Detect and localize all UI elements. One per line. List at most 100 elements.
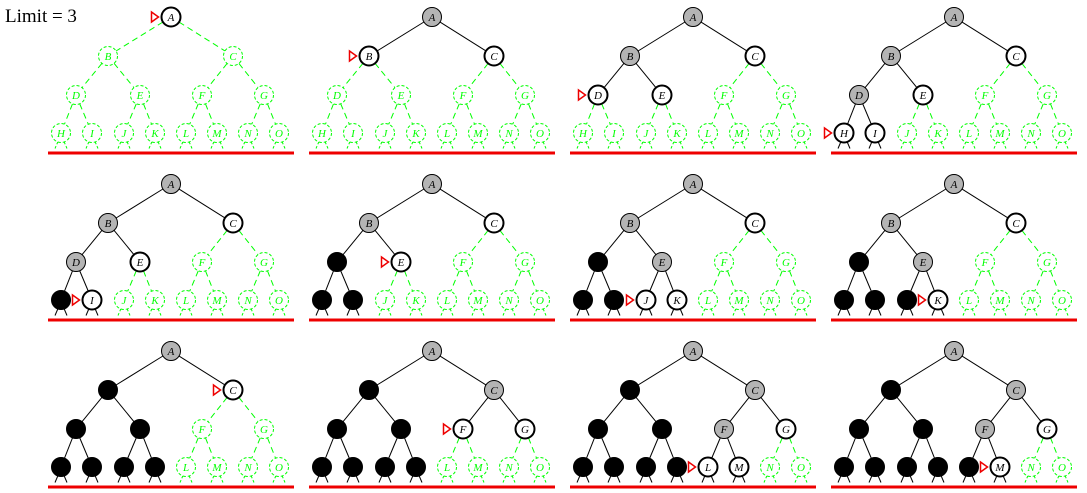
node-I — [604, 457, 624, 477]
node-label: F — [720, 90, 728, 102]
node-circle — [82, 457, 102, 477]
tree-edge-G-O — [1050, 437, 1059, 459]
node-label: H — [317, 128, 327, 140]
node-circle — [865, 290, 885, 310]
tree-edge-C-G — [1021, 63, 1042, 88]
node-O: O — [530, 457, 550, 477]
node-C: C — [744, 45, 766, 67]
node-N: N — [760, 290, 780, 310]
tree-edge-C-G — [1021, 230, 1042, 255]
node-J: J — [114, 123, 134, 143]
node-label: D — [593, 90, 602, 102]
node-label: K — [150, 295, 159, 307]
tree-edge-G-O — [528, 270, 537, 292]
node-circle — [666, 289, 688, 311]
limit-title: Limit = 3 — [5, 6, 77, 27]
child-stub — [511, 308, 516, 316]
node-G: G — [1036, 418, 1058, 440]
child-stub — [94, 141, 99, 149]
node-circle — [176, 123, 196, 143]
node-B: B — [881, 46, 901, 66]
node-circle — [1037, 252, 1057, 272]
child-stub — [387, 308, 392, 316]
tree-edge-G-N — [773, 437, 783, 459]
child-stub — [971, 141, 976, 149]
tree-edge-B-E — [374, 397, 396, 422]
node-L: L — [176, 457, 196, 477]
node-I — [343, 457, 363, 477]
child-stub — [772, 475, 777, 483]
node-label: B — [888, 218, 895, 230]
node-label: L — [443, 295, 450, 307]
child-stub — [94, 475, 99, 483]
tree-edge-B-E — [635, 63, 657, 88]
node-label: J — [122, 295, 128, 307]
node-O: O — [269, 123, 289, 143]
node-C: C — [484, 380, 504, 400]
tree-edge-G-O — [528, 103, 537, 125]
tree-edge-G-O — [789, 103, 798, 125]
tree-edge-E-J — [910, 437, 920, 459]
tree-edge-D-H — [325, 103, 334, 125]
child-stub — [219, 141, 224, 149]
child-stub — [324, 475, 329, 483]
tree-edge-E-J — [388, 270, 398, 292]
child-stub — [272, 475, 277, 483]
node-circle — [652, 252, 672, 272]
child-stub — [732, 308, 737, 316]
node-label: N — [765, 128, 774, 140]
child-stub — [670, 141, 675, 149]
tree-edge-E-J — [127, 103, 137, 125]
node-H — [51, 457, 71, 477]
node-E — [913, 419, 933, 439]
node-circle — [422, 174, 442, 194]
node-circle — [468, 457, 488, 477]
node-E: E — [652, 252, 672, 272]
node-circle — [1005, 45, 1027, 67]
child-stub — [1064, 475, 1069, 483]
node-circle — [453, 252, 473, 272]
node-J — [897, 457, 917, 477]
child-stub — [607, 475, 612, 483]
node-circle — [573, 290, 593, 310]
tree-edge-G-N — [1034, 437, 1044, 459]
node-A: A — [683, 7, 703, 27]
tree-edge-D-I — [601, 437, 611, 459]
child-stub — [1002, 308, 1007, 316]
tree-edge-G-O — [1050, 103, 1059, 125]
node-I — [604, 290, 624, 310]
tree-edge-A-C — [439, 21, 487, 52]
current-node-marker-icon — [917, 293, 927, 307]
node-label: A — [167, 346, 175, 358]
node-circle — [254, 419, 274, 439]
node-circle — [604, 123, 624, 143]
child-stub — [701, 141, 706, 149]
node-K — [406, 457, 426, 477]
node-L: L — [698, 123, 718, 143]
tree-edge-F-M — [205, 103, 214, 125]
tree-edge-F-M — [205, 437, 214, 459]
node-K: K — [928, 123, 948, 143]
node-circle — [620, 213, 640, 233]
node-label: J — [644, 128, 650, 140]
tree-edge-B-D — [342, 63, 364, 88]
tree-edge-G-N — [1034, 270, 1044, 292]
child-stub — [148, 475, 153, 483]
tree-edge-F-L — [972, 270, 982, 292]
tree-edge-A-C — [700, 355, 748, 386]
tree-edge-F-M — [466, 437, 475, 459]
node-label: O — [797, 128, 805, 140]
node-circle — [114, 457, 134, 477]
node-circle — [406, 123, 426, 143]
node-label: M — [994, 295, 1005, 307]
child-stub — [511, 475, 516, 483]
node-label: B — [627, 51, 634, 63]
node-circle — [959, 123, 979, 143]
node-label: F — [459, 90, 467, 102]
tree-edge-F-L — [711, 103, 721, 125]
node-circle — [760, 290, 780, 310]
child-stub — [1033, 475, 1038, 483]
node-label: D — [71, 90, 80, 102]
